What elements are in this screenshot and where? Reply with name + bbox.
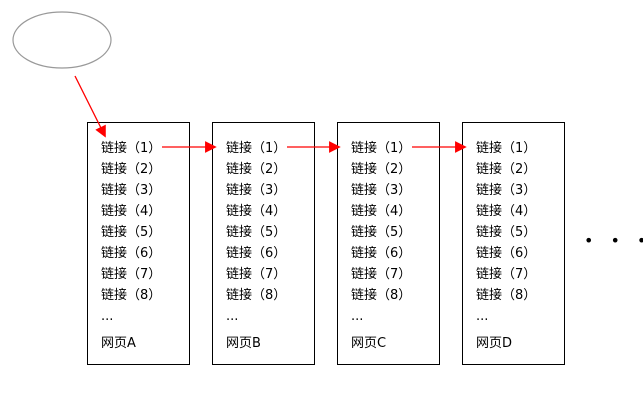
- page-label: 网页C: [351, 336, 387, 351]
- more-links-ellipsis: ...: [351, 309, 364, 324]
- link-item: 链接（1）: [101, 141, 162, 156]
- link-item: 链接（5）: [101, 225, 162, 240]
- link-item: 链接（3）: [351, 183, 412, 198]
- more-links-ellipsis: ...: [101, 309, 114, 324]
- more-links-ellipsis: ...: [226, 309, 239, 324]
- link-item: 链接（2）: [226, 162, 287, 177]
- link-item: 链接（3）: [101, 183, 162, 198]
- link-item: 链接（8）: [351, 288, 412, 303]
- link-item: 链接（1）: [226, 141, 287, 156]
- link-item: 链接（4）: [226, 204, 287, 219]
- page-box-a: 链接（1） 链接（2） 链接（3） 链接（4） 链接（5） 链接（6） 链接（7…: [87, 122, 190, 365]
- link-item: 链接（5）: [351, 225, 412, 240]
- link-item: 链接（6）: [476, 246, 537, 261]
- link-item: 链接（6）: [351, 246, 412, 261]
- page-label: 网页B: [226, 336, 261, 351]
- more-links-ellipsis: ...: [476, 309, 489, 324]
- page-box-c: 链接（1） 链接（2） 链接（3） 链接（4） 链接（5） 链接（6） 链接（7…: [337, 122, 440, 365]
- link-item: 链接（7）: [351, 267, 412, 282]
- link-item: 链接（8）: [476, 288, 537, 303]
- link-item: 链接（6）: [101, 246, 162, 261]
- link-item: 链接（8）: [226, 288, 287, 303]
- link-item: 链接（6）: [226, 246, 287, 261]
- link-item: 链接（7）: [476, 267, 537, 282]
- continuation-dots: •••: [584, 231, 643, 250]
- link-item: 链接（1）: [476, 141, 537, 156]
- page-label: 网页D: [476, 336, 513, 351]
- link-item: 链接（3）: [476, 183, 537, 198]
- link-item: 链接（7）: [226, 267, 287, 282]
- page-box-d: 链接（1） 链接（2） 链接（3） 链接（4） 链接（5） 链接（6） 链接（7…: [462, 122, 565, 365]
- link-item: 链接（1）: [351, 141, 412, 156]
- link-item: 链接（4）: [476, 204, 537, 219]
- link-item: 链接（4）: [351, 204, 412, 219]
- link-item: 链接（2）: [351, 162, 412, 177]
- page-box-b: 链接（1） 链接（2） 链接（3） 链接（4） 链接（5） 链接（6） 链接（7…: [212, 122, 315, 365]
- link-item: 链接（3）: [226, 183, 287, 198]
- link-item: 链接（2）: [476, 162, 537, 177]
- spider-label: 蜘蛛: [37, 26, 86, 51]
- link-item: 链接（5）: [476, 225, 537, 240]
- link-item: 链接（5）: [226, 225, 287, 240]
- link-item: 链接（8）: [101, 288, 162, 303]
- link-item: 链接（7）: [101, 267, 162, 282]
- page-label: 网页A: [101, 336, 136, 351]
- link-item: 链接（4）: [101, 204, 162, 219]
- link-item: 链接（2）: [101, 162, 162, 177]
